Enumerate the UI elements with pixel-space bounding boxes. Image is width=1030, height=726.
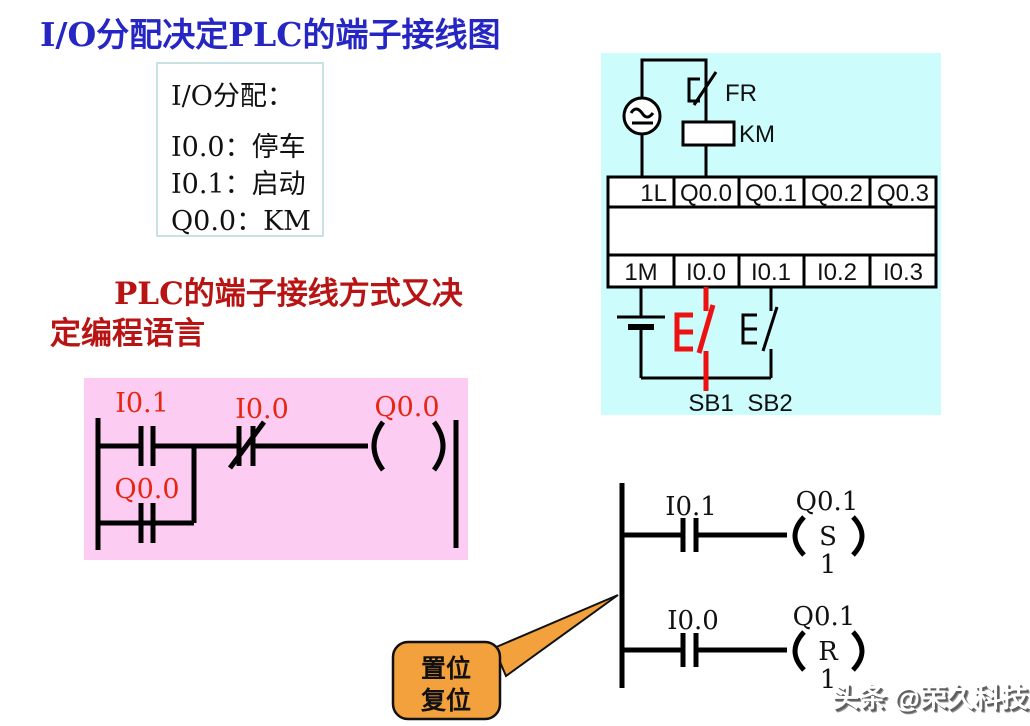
km-label: KM [739, 121, 775, 148]
coil-operand-r: 1 [820, 665, 837, 695]
set-reset-callout: 置位 复位 [391, 594, 619, 721]
red-heading-line1: PLC的端子接线方式又决 [114, 276, 463, 312]
terminal-i03: I0.3 [883, 259, 923, 286]
sb1-label: SB1 [688, 390, 733, 415]
coil-address-q01-reset: Q0.1 [793, 602, 856, 632]
terminal-q03: Q0.3 [877, 180, 929, 207]
io-assignment-box: I/O分配： I0.0：停车 I0.1：启动 Q0.0：KM [156, 62, 324, 237]
plc-wiring-diagram: FR KM 1L Q0.0 Q0.1 Q0.2 Q0.3 [601, 53, 941, 415]
callout-line2: 复位 [421, 686, 471, 715]
terminal-q01: Q0.1 [745, 180, 797, 207]
contact-label-i00: I0.0 [235, 394, 289, 425]
contact-label-i01: I0.1 [115, 388, 169, 419]
rung-1-branch [98, 446, 197, 543]
set-coil-icon [792, 515, 865, 557]
sb2-pushbutton-icon [741, 287, 779, 378]
no-contact-i01-icon [680, 518, 699, 552]
pink-panel-background [84, 378, 468, 560]
branch-contact-label-q00: Q0.0 [114, 474, 179, 505]
sb1-pushbutton-icon [674, 287, 716, 391]
coil-operation-s: S [819, 522, 837, 552]
wire-source-to-fr [640, 58, 708, 98]
ladder-diagram-main: I0.1 I0.0 Q0.0 Q0.0 [84, 378, 468, 560]
coil-address-q01-set: Q0.1 [796, 487, 859, 517]
contact-label-i00: I0.0 [667, 606, 719, 636]
rung-reset [622, 630, 865, 672]
page-title: I/O分配决定PLC的端子接线图 [40, 15, 501, 54]
ac-source-icon [622, 96, 662, 136]
io-item-start: I0.1：启动 [171, 169, 306, 200]
red-heading-line2: 定编程语言 [50, 316, 205, 352]
terminal-i02: I0.2 [817, 259, 857, 286]
callout-pointer [492, 594, 619, 678]
io-item-stop: I0.0：停车 [171, 132, 306, 163]
terminal-1l: 1L [640, 180, 667, 207]
terminal-1m: 1M [624, 259, 657, 286]
battery-icon [617, 287, 665, 378]
output-coil-q00-icon [371, 420, 446, 472]
km-coil-icon [681, 120, 736, 147]
no-contact-q00-icon [138, 503, 156, 543]
watermark: 头条 @荣久科技 [832, 683, 1028, 713]
rung-set [622, 515, 865, 557]
callout-line1: 置位 [421, 654, 471, 683]
ladder-diagram-set-reset: I0.1 Q0.1 S 1 I0.0 Q0.1 R 1 [619, 483, 865, 695]
coil-operand-s: 1 [820, 550, 837, 580]
contact-label-i01: I0.1 [665, 492, 717, 522]
io-item-km: Q0.0：KM [171, 206, 311, 237]
fr-contact-icon [687, 71, 718, 122]
terminal-q02: Q0.2 [811, 180, 863, 207]
terminal-q00: Q0.0 [680, 180, 732, 207]
plc-terminal-block: 1L Q0.0 Q0.1 Q0.2 Q0.3 1M I0.0 I0.1 I0.2… [606, 175, 938, 289]
fr-label: FR [725, 80, 757, 107]
sb2-label: SB2 [747, 390, 792, 415]
no-contact-i00-icon [680, 633, 699, 667]
red-heading: PLC的端子接线方式又决 定编程语言 [50, 274, 530, 354]
terminal-i01: I0.1 [751, 259, 791, 286]
terminal-i00: I0.0 [686, 259, 726, 286]
reset-coil-icon [792, 630, 865, 672]
io-assignment-heading: I/O分配： [171, 81, 294, 112]
coil-label-q00: Q0.0 [374, 392, 439, 423]
callout-bubble [391, 640, 502, 721]
coil-operation-r: R [818, 637, 839, 667]
